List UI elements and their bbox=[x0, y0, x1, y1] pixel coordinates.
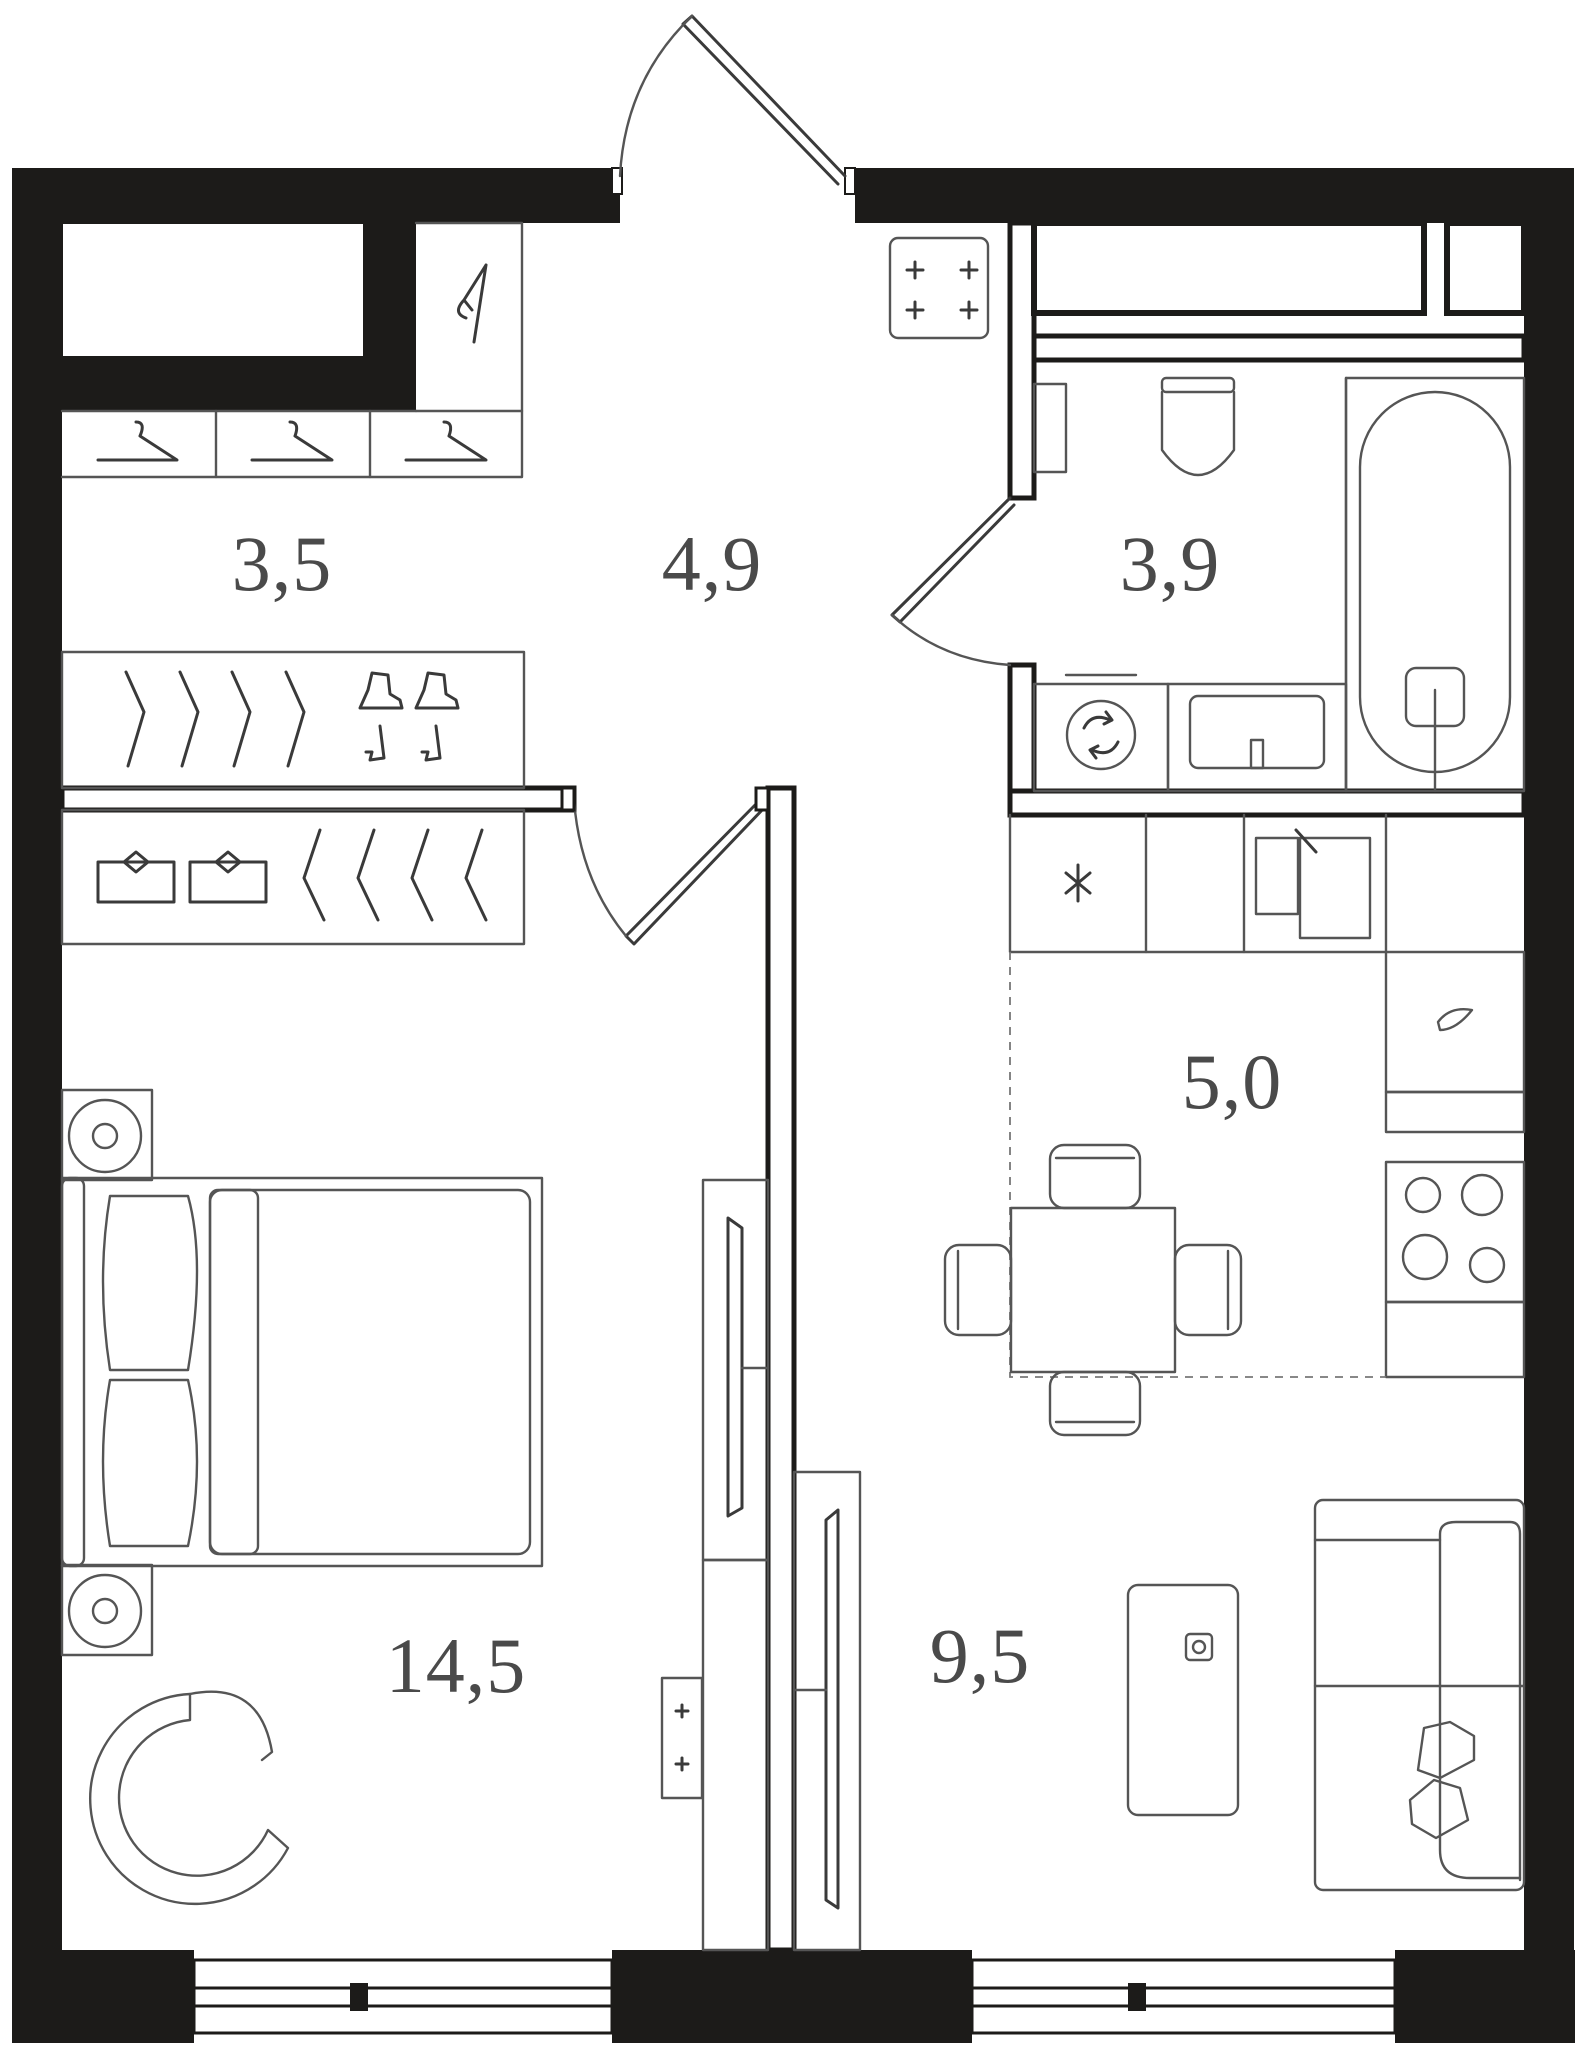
toilet-icon bbox=[1160, 376, 1236, 476]
chair-icon bbox=[1048, 1370, 1142, 1437]
door-icon[interactable] bbox=[560, 786, 770, 946]
outlet-icon bbox=[660, 1676, 704, 1800]
chair-icon bbox=[1048, 1143, 1142, 1210]
fridge-icon bbox=[1064, 863, 1092, 903]
hanger-icon bbox=[230, 670, 252, 768]
armchair-icon bbox=[89, 1690, 290, 1905]
sink-icon bbox=[1166, 682, 1348, 793]
boot-icon bbox=[358, 671, 460, 762]
hanger-icon bbox=[404, 420, 488, 462]
water-drop-icon bbox=[1436, 1008, 1474, 1032]
entrance-door[interactable] bbox=[611, 14, 856, 195]
hanger-icon bbox=[410, 828, 434, 922]
area-label-bedroom: 14,5 bbox=[386, 1622, 527, 1709]
hanger-icon bbox=[178, 670, 200, 768]
interior-walls bbox=[59, 220, 1527, 1953]
pillow-icon bbox=[101, 1194, 199, 1372]
bathroom-room: 3,9 bbox=[890, 376, 1526, 793]
bedroom-room: 14,5 bbox=[60, 786, 770, 1952]
door-icon[interactable] bbox=[890, 496, 1016, 667]
hanger-icon bbox=[302, 828, 326, 922]
window-bedroom bbox=[192, 1958, 614, 2035]
area-label-living: 9,5 bbox=[930, 1612, 1031, 1699]
window-living bbox=[970, 1958, 1397, 2035]
tv-icon bbox=[701, 1178, 770, 1952]
hanger-icon bbox=[250, 420, 334, 462]
dining-table-icon bbox=[1009, 1206, 1177, 1374]
area-label-hallway: 4,9 bbox=[662, 520, 763, 607]
outer-walls bbox=[12, 168, 1575, 2043]
area-label-kitchen: 5,0 bbox=[1182, 1038, 1283, 1125]
sofa-icon bbox=[1313, 1498, 1526, 1892]
hanger-icon bbox=[124, 670, 146, 768]
pillow-icon bbox=[101, 1378, 199, 1548]
kitchen-room: 5,0 bbox=[943, 813, 1526, 1437]
kitchen-sink-icon bbox=[1254, 828, 1372, 940]
wardrobe-room: 3,5 bbox=[60, 221, 526, 946]
electrical-panel-icon bbox=[888, 236, 990, 340]
stove-icon bbox=[1384, 1160, 1526, 1304]
coffee-table-icon bbox=[1126, 1583, 1240, 1817]
washing-machine-icon bbox=[1032, 673, 1170, 793]
tv-icon bbox=[792, 1470, 862, 1952]
hanger-icon bbox=[457, 263, 488, 344]
hanger-icon bbox=[284, 670, 306, 768]
hanger-icon bbox=[96, 420, 179, 462]
living-room: 9,5 bbox=[792, 1470, 1526, 1952]
nightstand-icon bbox=[60, 1563, 154, 1657]
area-label-bathroom: 3,9 bbox=[1120, 520, 1221, 607]
bathtub-icon bbox=[1344, 376, 1526, 793]
hallway-room: 4,9 bbox=[662, 236, 990, 607]
hanger-icon bbox=[464, 828, 488, 922]
hanger-icon bbox=[356, 828, 380, 922]
area-label-wardrobe: 3,5 bbox=[232, 520, 333, 607]
pillow-icon bbox=[1408, 1720, 1476, 1840]
shirt-icon bbox=[188, 850, 268, 904]
chair-icon bbox=[943, 1243, 1013, 1337]
shirt-icon bbox=[96, 850, 176, 904]
chair-icon bbox=[1173, 1243, 1243, 1337]
nightstand-icon bbox=[60, 1088, 154, 1182]
bed-icon bbox=[60, 1176, 544, 1568]
